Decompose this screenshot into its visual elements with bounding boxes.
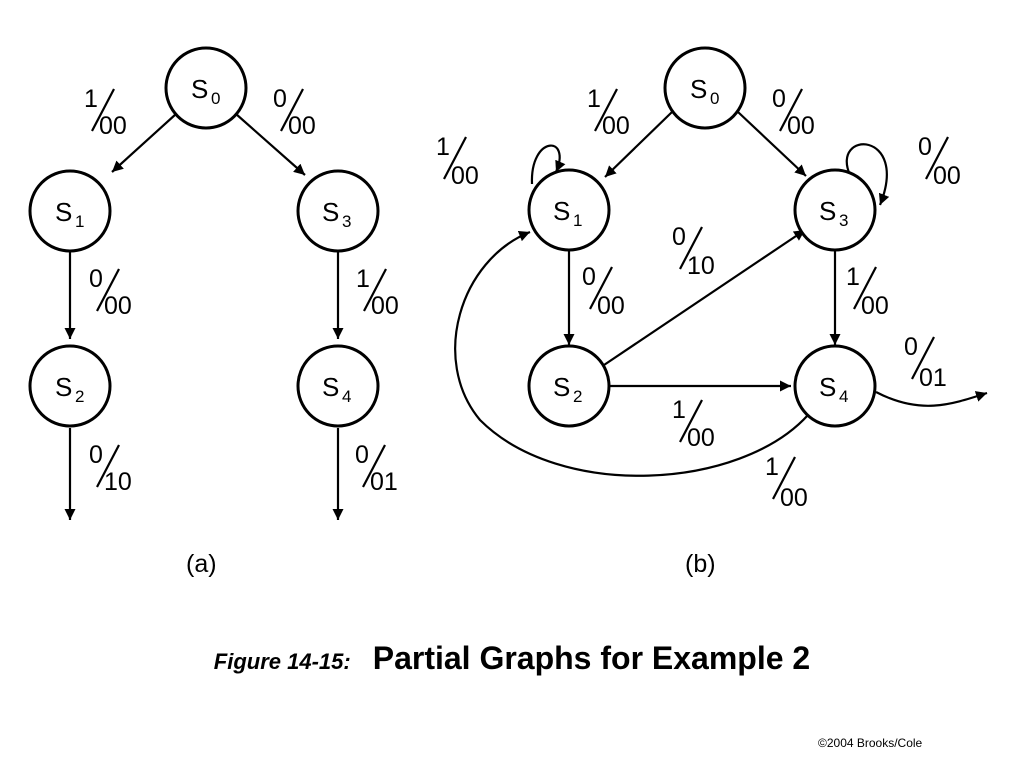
input-value: 1 (672, 396, 686, 424)
edge-label-a-s4-out: 0 01 (355, 441, 398, 496)
state-subscript: 4 (342, 387, 351, 406)
input-value: 0 (89, 441, 103, 469)
state-a-s3: S 3 (296, 169, 380, 253)
edge-label-a-s0-s3: 0 00 (273, 85, 316, 140)
input-value: 0 (918, 133, 932, 161)
output-value: 00 (780, 484, 808, 512)
edge-b-s2-s3 (603, 229, 806, 366)
state-subscript: 0 (710, 89, 719, 108)
output-value: 00 (597, 292, 625, 320)
state-name: S (553, 196, 570, 226)
panel-label-b: (b) (685, 550, 716, 578)
edge-label-b-s0-s3: 0 00 (772, 85, 815, 140)
edge-b-s4-out (875, 391, 988, 407)
figure-number: Figure 14-15: (213, 649, 351, 674)
edge-label-b-s4-out: 0 01 (904, 333, 947, 392)
state-name: S (322, 372, 339, 402)
state-b-s0: S 0 (663, 46, 747, 130)
edge-label-b-s3-self: 0 00 (918, 133, 961, 190)
state-a-s4: S 4 (296, 344, 380, 428)
state-subscript: 2 (75, 387, 84, 406)
state-b-s2: S 2 (527, 344, 611, 428)
state-a-s2: S 2 (28, 344, 112, 428)
edge-label-a-s3-s4: 1 00 (356, 265, 399, 320)
edge-b-s0-s3 (737, 111, 807, 177)
output-value: 00 (602, 112, 630, 140)
state-subscript: 1 (573, 211, 582, 230)
edge-label-b-s4-s1: 1 00 (765, 453, 808, 512)
output-value: 00 (687, 424, 715, 452)
input-value: 0 (904, 333, 918, 361)
state-name: S (322, 197, 339, 227)
input-value: 1 (587, 85, 601, 113)
panel-label-a: (a) (186, 550, 217, 578)
edge-b-s0-s1 (604, 111, 673, 178)
edge-b-s4-s1 (454, 230, 809, 477)
input-value: 0 (273, 85, 287, 113)
state-name: S (55, 197, 72, 227)
diagram-b: S 0 S 1 S 2 S 3 S 4 1 00 1 (436, 46, 988, 578)
input-value: 1 (765, 453, 779, 481)
state-b-s1: S 1 (527, 168, 611, 252)
state-b-s4: S 4 (793, 344, 877, 428)
input-value: 0 (355, 441, 369, 469)
input-value: 1 (84, 85, 98, 113)
figure-caption: Figure 14-15: Partial Graphs for Example … (0, 640, 1024, 677)
state-subscript: 2 (573, 387, 582, 406)
edge-label-b-s0-s1: 1 00 (587, 85, 630, 140)
state-subscript: 4 (839, 387, 848, 406)
edge-b-s1-self (530, 144, 566, 185)
state-name: S (819, 196, 836, 226)
edge-b-s3-self (845, 143, 890, 206)
state-name: S (191, 74, 208, 104)
figure-title: Partial Graphs for Example 2 (372, 640, 811, 676)
output-value: 00 (371, 292, 399, 320)
state-name: S (819, 372, 836, 402)
input-value: 0 (772, 85, 786, 113)
output-value: 00 (787, 112, 815, 140)
input-value: 0 (582, 263, 596, 291)
input-value: 0 (89, 265, 103, 293)
state-name: S (690, 74, 707, 104)
output-value: 00 (451, 162, 479, 190)
edge-label-b-s2-s4: 1 00 (672, 396, 715, 452)
edge-label-b-s3-s4: 1 00 (846, 263, 889, 320)
output-value: 00 (99, 112, 127, 140)
output-value: 00 (933, 162, 961, 190)
state-name: S (55, 372, 72, 402)
edge-label-a-s0-s1: 1 00 (84, 85, 127, 140)
edge-label-a-s1-s2: 0 00 (89, 265, 132, 320)
input-value: 0 (672, 223, 686, 251)
output-value: 00 (288, 112, 316, 140)
state-subscript: 0 (211, 89, 220, 108)
edge-label-b-s1-s2: 0 00 (582, 263, 625, 320)
edge-label-b-s2-s3: 0 10 (672, 223, 715, 280)
diagram-a: S 0 S 1 S 2 S 3 S 4 1 00 0 (28, 46, 399, 578)
output-value: 00 (104, 292, 132, 320)
input-value: 1 (846, 263, 860, 291)
input-value: 1 (356, 265, 370, 293)
output-value: 00 (861, 292, 889, 320)
input-value: 1 (436, 133, 450, 161)
output-value: 01 (919, 364, 947, 392)
state-name: S (553, 372, 570, 402)
state-b-s3: S 3 (793, 168, 877, 252)
state-subscript: 1 (75, 212, 84, 231)
state-a-s0: S 0 (164, 46, 248, 130)
output-value: 10 (104, 468, 132, 496)
edge-a-s0-s1 (111, 113, 177, 173)
state-a-s1: S 1 (28, 169, 112, 253)
output-value: 01 (370, 468, 398, 496)
state-subscript: 3 (839, 211, 848, 230)
edge-label-a-s2-out: 0 10 (89, 441, 132, 496)
copyright-notice: ©2004 Brooks/Cole (818, 736, 923, 750)
edge-a-s0-s3 (235, 113, 306, 176)
state-subscript: 3 (342, 212, 351, 231)
output-value: 10 (687, 252, 715, 280)
edge-label-b-s1-self: 1 00 (436, 133, 479, 190)
